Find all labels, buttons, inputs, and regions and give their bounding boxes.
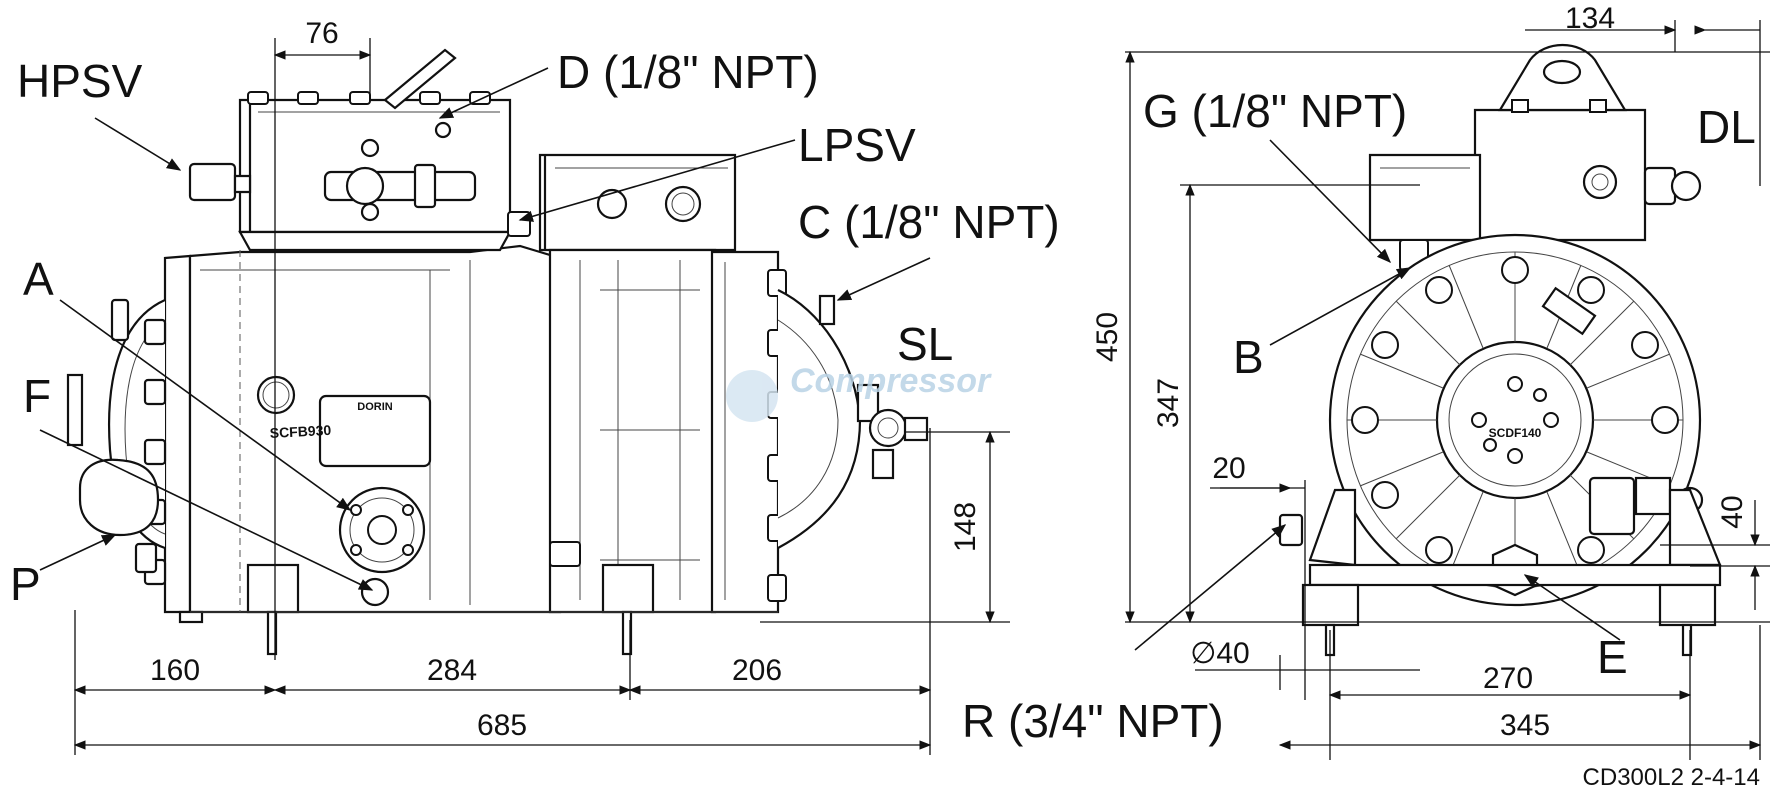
dim-148: 148 (949, 502, 982, 552)
callout-labels: HPSV D (1/8" NPT) LPSV C (1/8" NPT) A F … (10, 46, 1756, 747)
cylinder-head-left (188, 48, 512, 252)
side-view: DORIN SCFB930 (66, 48, 929, 656)
end-dimension-lines (1125, 20, 1770, 760)
label-dl: DL (1697, 101, 1756, 153)
dim-345: 345 (1500, 709, 1550, 742)
oil-pump-cover (78, 458, 160, 574)
dim-685: 685 (477, 709, 527, 742)
label-p: P (10, 558, 41, 610)
label-e: E (1597, 631, 1628, 683)
watermark-text: Compressor (790, 362, 992, 400)
dim-76: 76 (305, 17, 338, 50)
dim-20: 20 (1212, 452, 1245, 485)
side-nameplate-model: SCFB930 (269, 422, 331, 441)
drawing-code: CD300L2 2-4-14 (1583, 764, 1760, 791)
cylinder-head-right (507, 153, 737, 252)
dim-134: 134 (1565, 2, 1615, 35)
label-b: B (1233, 331, 1264, 383)
side-nameplate-brand: DORIN (357, 401, 393, 413)
label-lpsv: LPSV (798, 119, 916, 171)
dim-347: 347 (1152, 378, 1185, 428)
label-sl: SL (897, 318, 953, 370)
label-c-port: C (1/8" NPT) (798, 196, 1060, 248)
motor-end-cover (66, 254, 192, 614)
dim-450: 450 (1091, 312, 1124, 362)
label-g-port: G (1/8" NPT) (1143, 85, 1407, 137)
end-view: SCDF140 (1278, 43, 1722, 657)
dim-270: 270 (1483, 662, 1533, 695)
label-d-port: D (1/8" NPT) (557, 46, 819, 98)
dim-206: 206 (732, 654, 782, 687)
side-dimension-lines (73, 38, 1010, 755)
motor-housing: DORIN SCFB930 (188, 244, 562, 614)
crankcase (548, 248, 717, 614)
leader-lines (39, 67, 1621, 651)
dim-dia-40: ∅40 (1190, 637, 1250, 670)
end-view-base (1278, 488, 1722, 657)
label-hpsv: HPSV (17, 55, 143, 107)
end-nameplate-model: SCDF140 (1489, 426, 1542, 440)
dim-40: 40 (1716, 495, 1749, 528)
dim-160: 160 (150, 654, 200, 687)
dimension-values: 76 160 284 206 685 148 134 450 347 20 40… (150, 2, 1749, 742)
end-cover-disc: SCDF140 (1328, 233, 1704, 607)
label-f: F (23, 370, 51, 422)
end-flange (710, 250, 929, 614)
watermark: Compressor (726, 362, 992, 422)
dim-284: 284 (427, 654, 477, 687)
side-feet (178, 563, 778, 656)
label-a: A (23, 253, 54, 305)
label-r-port: R (3/4" NPT) (962, 695, 1224, 747)
